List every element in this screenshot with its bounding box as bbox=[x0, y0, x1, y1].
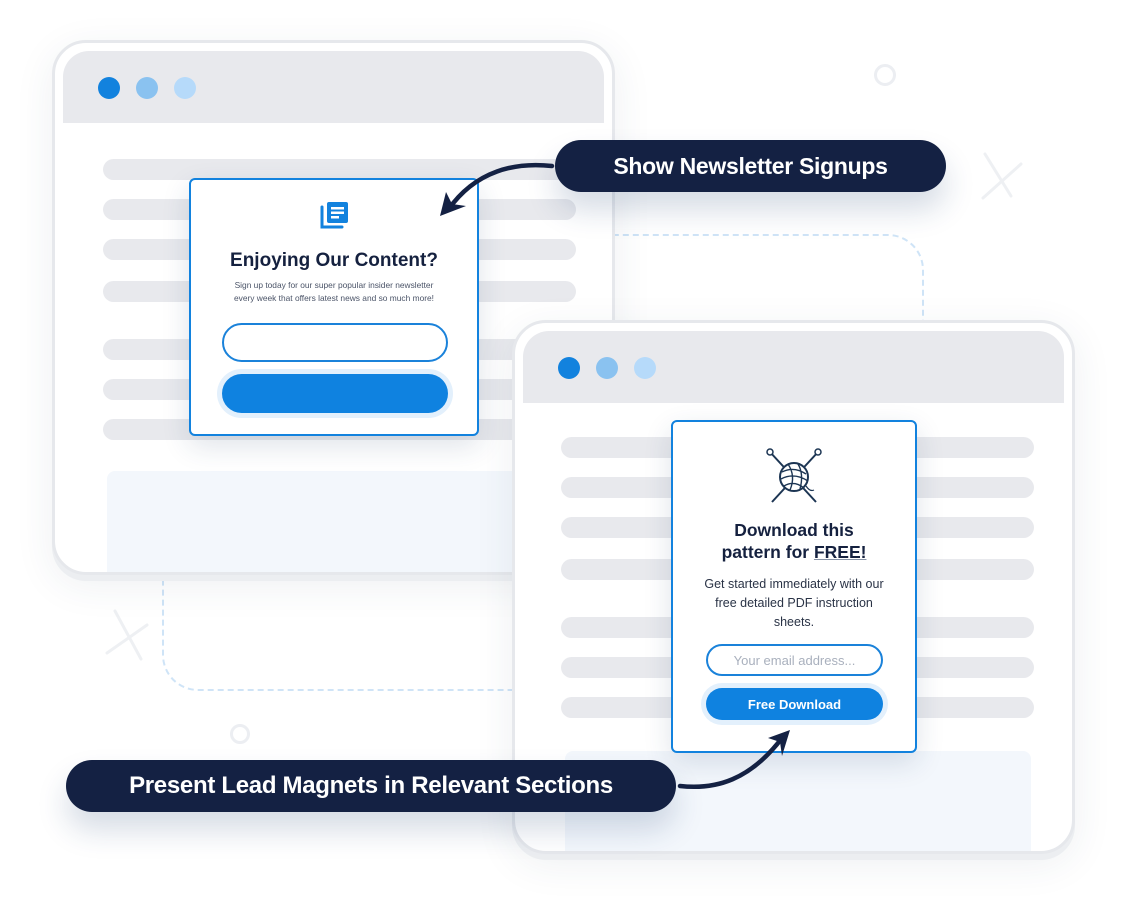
popup-title-emphasis: FREE! bbox=[813, 542, 867, 562]
window-dot-minimize bbox=[136, 77, 158, 99]
window-dot-close bbox=[558, 357, 580, 379]
content-placeholder-line bbox=[103, 159, 576, 180]
newsletter-signup-popup: Enjoying Our Content? Sign up today for … bbox=[189, 178, 479, 436]
callout-present-lead-magnets: Present Lead Magnets in Relevant Section… bbox=[66, 760, 676, 812]
window-dot-maximize bbox=[174, 77, 196, 99]
popup-title-line: pattern for FREE! bbox=[673, 542, 915, 563]
popup-description-line: sheets. bbox=[773, 615, 815, 629]
popup-description-line: Get started immediately with our bbox=[704, 577, 884, 591]
decorative-circle bbox=[230, 724, 250, 744]
lead-magnet-popup: Download this pattern for FREE! Get star… bbox=[671, 420, 917, 753]
window-dot-close bbox=[98, 77, 120, 99]
popup-title-line: Download this bbox=[734, 520, 854, 540]
newsletter-icon bbox=[320, 202, 348, 229]
browser-title-bar bbox=[63, 51, 604, 123]
popup-description-line: every week that offers latest news and s… bbox=[233, 293, 434, 303]
arrow-to-lead-magnet-popup-icon bbox=[677, 730, 790, 789]
window-dot-maximize bbox=[634, 357, 656, 379]
newsletter-email-input[interactable] bbox=[222, 323, 448, 362]
browser-title-bar bbox=[523, 331, 1064, 403]
popup-title: Enjoying Our Content? bbox=[230, 250, 438, 271]
window-dot-minimize bbox=[596, 357, 618, 379]
decorative-x-icon bbox=[981, 152, 1023, 200]
free-download-button[interactable]: Free Download bbox=[706, 688, 883, 720]
yarn-ball-knitting-needles-icon bbox=[766, 448, 822, 503]
email-placeholder: Your email address... bbox=[733, 652, 856, 668]
popup-title-prefix: pattern for bbox=[721, 542, 814, 562]
popup-description-line: free detailed PDF instruction bbox=[715, 596, 873, 610]
content-placeholder-block bbox=[107, 471, 587, 572]
callout-show-newsletter-signups: Show Newsletter Signups bbox=[555, 140, 946, 192]
decorative-circle bbox=[874, 64, 896, 86]
popup-description-line: Sign up today for our super popular insi… bbox=[234, 280, 434, 290]
email-address-input[interactable]: Your email address... bbox=[706, 644, 883, 676]
arrow-to-newsletter-popup-icon bbox=[440, 162, 555, 216]
newsletter-subscribe-button[interactable] bbox=[222, 374, 448, 413]
decorative-x-icon bbox=[105, 609, 149, 661]
